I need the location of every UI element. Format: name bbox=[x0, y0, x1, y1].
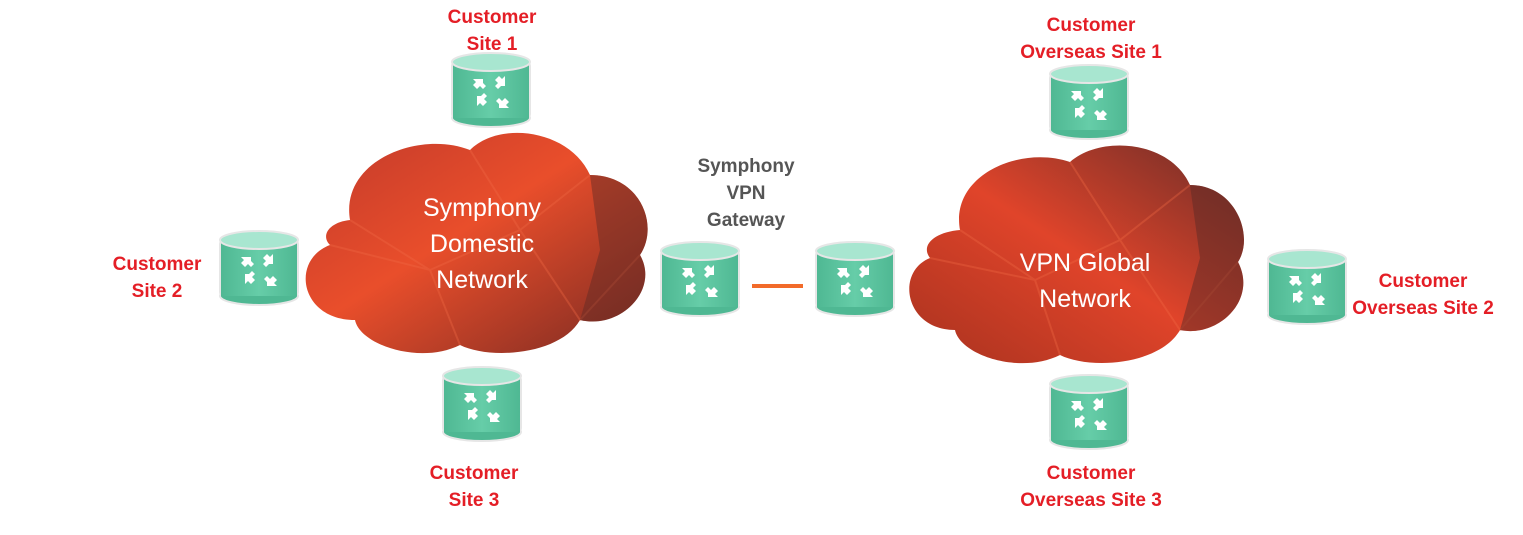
router-icon bbox=[1049, 374, 1129, 450]
router-icon bbox=[219, 230, 299, 306]
router-icon bbox=[1049, 64, 1129, 140]
router-icon bbox=[815, 241, 895, 317]
router-icon bbox=[442, 366, 522, 442]
domestic-cloud-icon bbox=[305, 132, 648, 354]
router-icon bbox=[660, 241, 740, 317]
router-icon bbox=[1267, 249, 1347, 325]
router-icon bbox=[451, 52, 531, 128]
global-cloud-icon bbox=[909, 145, 1245, 364]
